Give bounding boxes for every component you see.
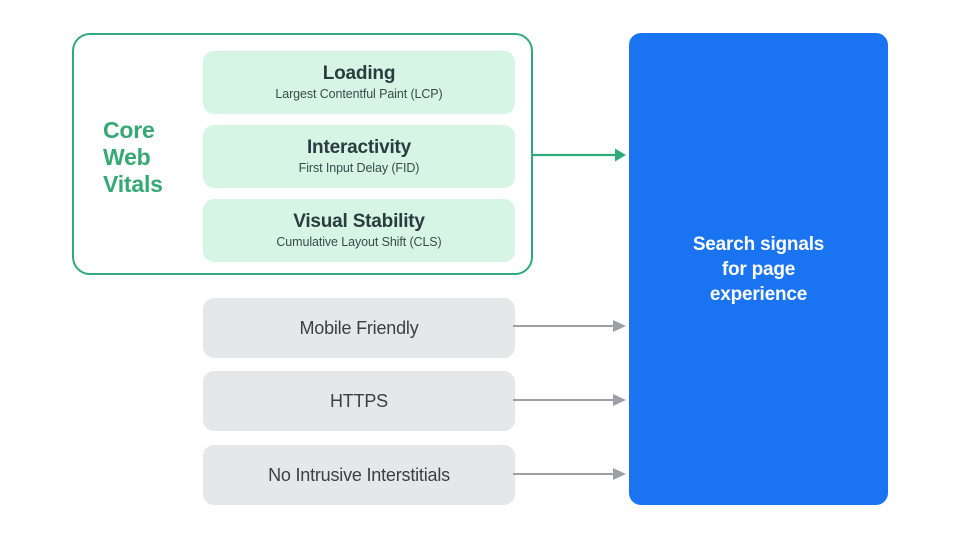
arrow-mobile-friendly-icon — [513, 320, 626, 332]
metric-card-loading[interactable]: Loading Largest Contentful Paint (LCP) — [203, 51, 515, 114]
signal-card-https[interactable]: HTTPS — [203, 371, 515, 431]
core-web-vitals-label-line1: Core — [103, 117, 155, 143]
arrow-https-icon — [513, 394, 626, 406]
metric-title-loading: Loading — [322, 63, 396, 84]
signal-title-no-intrusive-interstitials: No Intrusive Interstitials — [268, 464, 450, 485]
metric-subtitle-loading: Largest Contentful Paint (LCP) — [275, 87, 443, 101]
metric-card-interactivity[interactable]: Interactivity First Input Delay (FID) — [203, 125, 515, 188]
signal-title-mobile-friendly: Mobile Friendly — [299, 317, 419, 338]
arrow-no-intrusive-interstitials-icon — [513, 468, 626, 480]
core-web-vitals-label-line2: Web — [103, 144, 151, 170]
arrow-core-web-vitals-icon — [531, 148, 626, 162]
metric-subtitle-visual-stability: Cumulative Layout Shift (CLS) — [276, 235, 442, 249]
metric-card-visual-stability[interactable]: Visual Stability Cumulative Layout Shift… — [203, 199, 515, 262]
signal-card-mobile-friendly[interactable]: Mobile Friendly — [203, 298, 515, 358]
search-signals-box[interactable]: Search signals for page experience — [629, 33, 888, 505]
metric-title-interactivity: Interactivity — [306, 137, 412, 158]
signal-card-no-intrusive-interstitials[interactable]: No Intrusive Interstitials — [203, 445, 515, 505]
signal-title-https: HTTPS — [329, 390, 388, 411]
search-signals-text: Search signals for page experience — [692, 233, 825, 305]
metric-subtitle-interactivity: First Input Delay (FID) — [298, 161, 420, 175]
metric-title-visual-stability: Visual Stability — [293, 211, 425, 232]
core-web-vitals-label-line3: Vitals — [103, 171, 163, 197]
